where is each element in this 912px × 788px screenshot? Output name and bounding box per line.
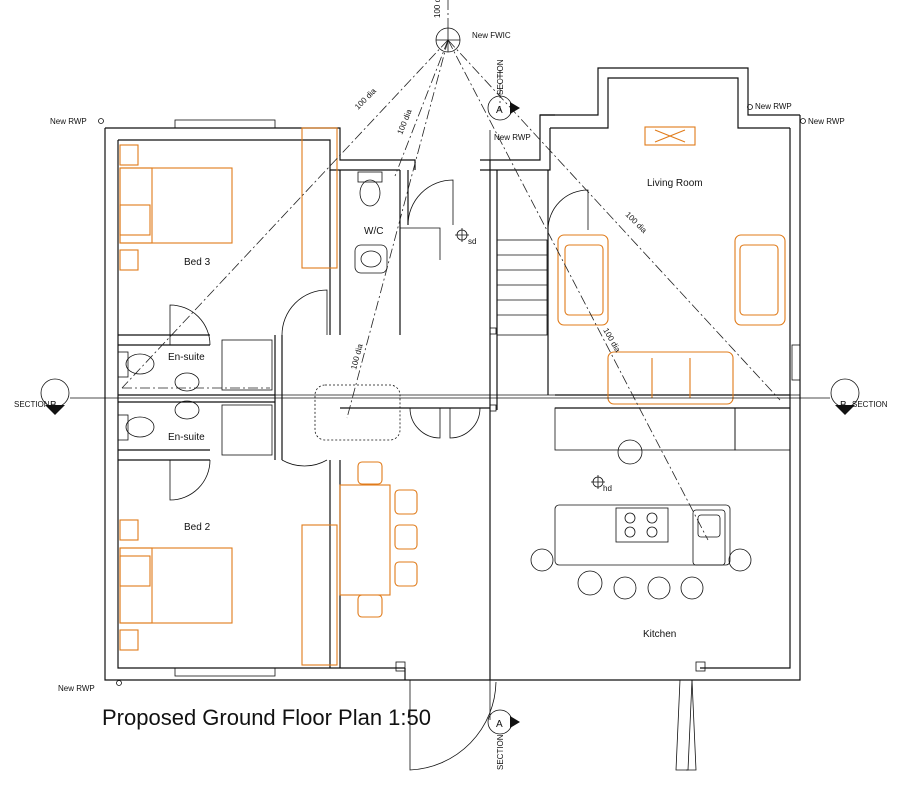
room-label-ensuite-top: En-suite [168, 352, 205, 363]
room-label-wc: W/C [364, 226, 383, 237]
marker-label-rwp-top-left: New RWP [50, 117, 87, 126]
section-b-right-word: SECTION [852, 400, 888, 409]
section-lines [70, 130, 830, 720]
marker-label-rwp-mid: New RWP [494, 133, 531, 142]
marker-label-rwp-top-right-2: New RWP [808, 117, 845, 126]
fwic-marker [435, 27, 461, 53]
section-a-top-word: SECTION [496, 59, 505, 95]
section-b-left-word: SECTION [14, 400, 50, 409]
drain-label-3: 100 dia [433, 0, 442, 18]
room-label-kitchen: Kitchen [643, 629, 676, 640]
section-a-top-marker [487, 95, 520, 121]
room-label-ensuite-bottom: En-suite [168, 432, 205, 443]
rwp-right-icon [800, 118, 806, 124]
bed-3 [119, 127, 338, 271]
section-b-left-marker [40, 378, 70, 415]
marker-label-sd: sd [468, 237, 476, 246]
rwp-bottom-left-icon [116, 680, 122, 686]
room-label-bed2: Bed 2 [184, 522, 211, 533]
marker-label-hd: hd [603, 484, 612, 493]
section-a-bottom-word: SECTION [496, 734, 505, 770]
heat-detector [591, 475, 605, 489]
drain-label-1: 100 dia [353, 86, 378, 111]
room-label-living: Living Room [647, 178, 703, 189]
marker-label-fwic: New FWIC [472, 31, 511, 40]
drain-label-5: 100 dia [624, 210, 649, 235]
room-label-bed3: Bed 3 [184, 257, 211, 268]
section-b-right-marker [830, 378, 860, 415]
section-b-left-letter: B [50, 400, 57, 411]
marker-label-rwp-top-right-1: New RWP [755, 102, 792, 111]
drain-label-2: 100 dia [396, 108, 414, 136]
dining-chairs [339, 461, 418, 618]
rwp-top-left-icon [98, 118, 104, 124]
section-b-right-letter: B [840, 400, 847, 411]
drain-label-4: 100 dia [349, 342, 365, 370]
plan-title: Proposed Ground Floor Plan 1:50 [102, 705, 431, 730]
rwp-top-right-icon [747, 104, 753, 110]
marker-label-rwp-bottom-left: New RWP [58, 684, 95, 693]
section-a-top-letter: A [496, 105, 503, 116]
section-a-bottom-marker [487, 709, 520, 735]
internal-walls [118, 160, 801, 680]
bed-2 [119, 519, 338, 666]
sanitary-fittings [117, 171, 791, 600]
living-furniture [557, 126, 786, 405]
section-a-bottom-letter: A [496, 719, 503, 730]
outer-walls [104, 67, 801, 771]
smoke-detector [455, 228, 469, 242]
drainage-lines [121, 0, 781, 541]
